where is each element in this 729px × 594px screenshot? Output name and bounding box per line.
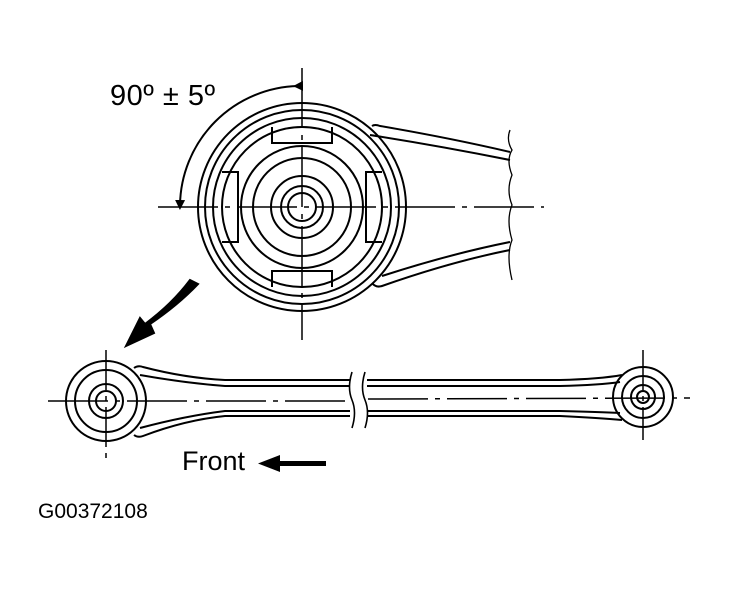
front-direction-label: Front	[182, 446, 246, 476]
control-arm-side-view	[48, 350, 691, 458]
arm-body-right	[367, 374, 623, 421]
figure-code: G00372108	[38, 500, 148, 523]
arm-body-left	[133, 365, 350, 438]
arm-stub	[369, 124, 513, 288]
front-arrow-icon	[258, 455, 326, 472]
angle-tolerance-label: 90º ± 5º	[110, 80, 216, 112]
arm-break-marks	[348, 371, 369, 429]
bushing-detail-view	[158, 68, 544, 340]
arm-center-lines	[48, 350, 691, 458]
detail-pointer-arrow	[123, 278, 200, 349]
angle-arc	[175, 80, 304, 210]
